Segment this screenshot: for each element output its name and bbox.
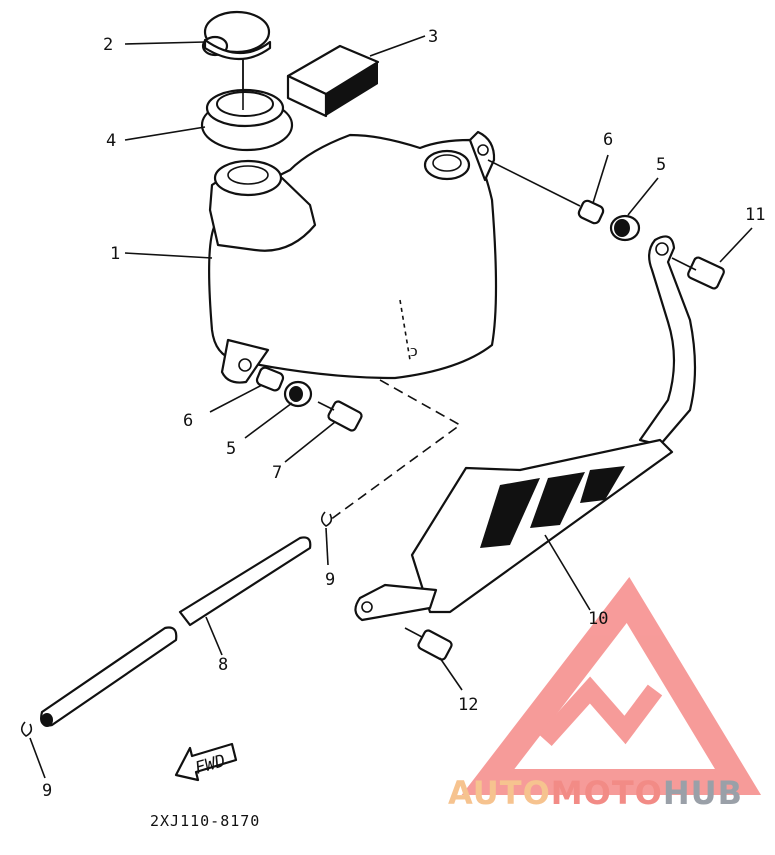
bracket-stay [354,235,697,622]
callout-9-upper: 9 [325,570,335,590]
grommet-part [200,60,294,152]
grommet-upper [487,159,641,242]
watermark-logo [461,577,762,795]
callout-1: 1 [110,244,120,264]
pad-part [286,44,380,118]
watermark-text: AUTOMOTOHUB [448,774,743,812]
callout-2: 2 [103,35,113,55]
callout-6-upper: 6 [603,130,613,150]
hose-part [40,536,312,727]
drawing-code: 2XJ110-8170 [150,812,260,830]
callout-11: 11 [745,205,765,225]
callout-10: 10 [588,609,608,629]
watermark-auto: AUTO [448,774,551,812]
callout-4: 4 [106,131,116,151]
collar-lower [255,366,285,392]
bolt-lower [317,400,363,432]
clip-lower [20,721,33,737]
reservoir-tank: ↄ [208,130,498,384]
leader-lines [29,35,753,779]
callout-6-lower: 6 [183,411,193,431]
bolt-bracket [404,627,453,661]
watermark-moto: MOTO [551,774,663,812]
callout-3: 3 [428,27,438,47]
callout-9-lower: 9 [42,781,52,801]
callout-5-upper: 5 [656,155,666,175]
svg-text:AUTOMOTOHUB: AUTOMOTOHUB [448,774,743,812]
hose-route-line [329,379,462,521]
collar-upper [577,199,605,225]
callout-7: 7 [272,463,282,483]
callout-12: 12 [458,695,478,715]
bolt-upper [671,256,725,290]
svg-text:ↄ: ↄ [410,341,418,361]
fwd-arrow-icon: FWD [174,742,238,782]
clip-upper [320,511,333,527]
callout-labels: 2 3 4 1 6 5 11 6 5 7 9 10 8 12 9 [42,27,765,801]
cap-part [201,10,272,100]
watermark-hub: HUB [663,774,743,812]
callout-5-lower: 5 [226,439,236,459]
grommet-lower [283,380,313,408]
callout-8: 8 [218,655,228,675]
